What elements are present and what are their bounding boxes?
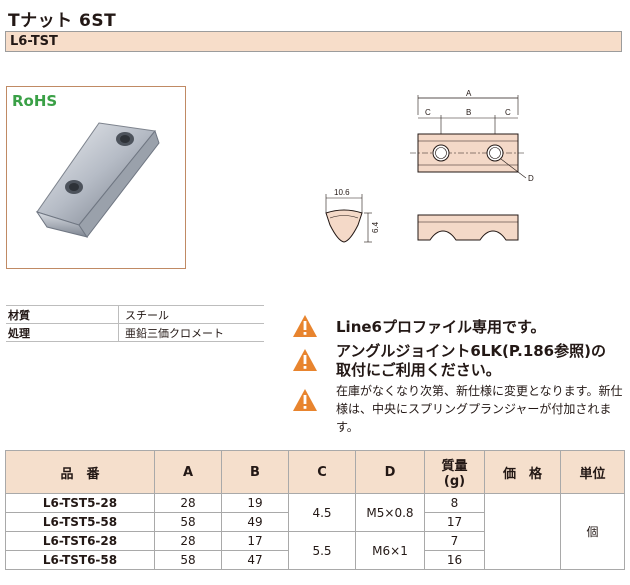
c-cell: 4.5 [288,493,356,532]
mass-cell: 8 [424,493,485,513]
col-mass: 質量 (g) [424,450,485,494]
a-cell: 28 [154,531,222,551]
dim-width-label: 10.6 [334,188,350,197]
table-row: L6-TST6-58 58 47 16 [5,550,625,570]
col-unit: 単位 [560,450,625,494]
spec-table: 材質 スチール 処理 亜鉛三価クロメート [6,305,264,342]
parts-table: 品 番 A B C D 質量 (g) 価 格 単位 L6-TST5-28 28 … [5,450,625,570]
note-item: アングルジョイント6LK(P.186参照)の 取付にご利用ください。 [292,342,628,382]
col-a: A [154,450,222,494]
table-row: L6-TST5-28 28 19 4.5 M5×0.8 8 個 [5,493,625,570]
dim-d-label: D [528,174,534,183]
note-text: 様は、中央にスプリングプランジャーが付加されます。 [336,402,612,434]
c-cell: 5.5 [288,531,356,570]
product-photo: RoHS [6,86,186,269]
spec-label: 処理 [6,323,119,342]
col-c: C [288,450,356,494]
dim-height-label: 6.4 [371,221,380,233]
tnut-illustration [35,122,160,238]
warning-icon [293,389,317,411]
a-cell: 58 [154,550,222,570]
d-cell: M6×1 [355,531,425,570]
model-bar: L6-TST [5,31,622,52]
col-mass-label: 質量 [441,459,468,474]
warning-icon [293,349,317,371]
b-cell: 47 [221,550,289,570]
dim-c-right-label: C [505,108,511,117]
mass-cell: 16 [424,550,485,570]
price-cell [484,493,561,570]
note-text: アングルジョイント6LK(P.186参照)の [336,342,606,360]
part-number-cell: L6-TST5-58 [5,512,155,532]
page-title: Tナット 6ST [8,11,117,31]
note-item: Line6プロファイル専用です。 [292,315,628,342]
part-number-cell: L6-TST6-58 [5,550,155,570]
part-number-cell: L6-TST5-28 [5,493,155,513]
model-code: L6-TST [10,34,58,49]
dim-c-left-label: C [425,108,431,117]
table-row: L6-TST6-28 28 17 5.5 M6×1 7 [5,531,625,570]
dimension-drawing: A C B C D 10.6 6.4 [325,89,534,243]
dim-b-label: B [466,108,471,117]
unit-cell: 個 [560,493,625,570]
rohs-logo: RoHS [12,92,58,110]
col-part-number: 品 番 [5,450,155,494]
mass-cell: 7 [424,531,485,551]
mass-cell: 17 [424,512,485,532]
a-cell: 28 [154,493,222,513]
b-cell: 49 [221,512,289,532]
note-text: 取付にご利用ください。 [336,361,501,379]
a-cell: 58 [154,512,222,532]
b-cell: 17 [221,531,289,551]
d-cell: M5×0.8 [355,493,425,532]
col-price: 価 格 [484,450,561,494]
dim-a-label: A [466,89,472,98]
note-text: Line6プロファイル専用です。 [336,318,546,336]
col-mass-unit: (g) [443,474,466,489]
spec-value: スチール [118,305,264,324]
col-b: B [221,450,289,494]
spec-row: 材質 スチール [6,305,264,324]
b-cell: 19 [221,493,289,513]
spec-value: 亜鉛三価クロメート [118,323,264,342]
col-d: D [355,450,425,494]
notes: Line6プロファイル専用です。 アングルジョイント6LK(P.186参照)の … [292,315,628,436]
part-number-cell: L6-TST6-28 [5,531,155,551]
note-text: 在庫がなくなり次第、新仕様に変更となります。新仕 [336,384,623,398]
spec-label: 材質 [6,305,119,324]
note-item: 在庫がなくなり次第、新仕様に変更となります。新仕 様は、中央にスプリングプランジ… [292,382,628,436]
spec-row: 処理 亜鉛三価クロメート [6,323,264,342]
warning-icon [293,315,317,337]
table-header-row: 品 番 A B C D 質量 (g) 価 格 単位 [5,450,625,494]
